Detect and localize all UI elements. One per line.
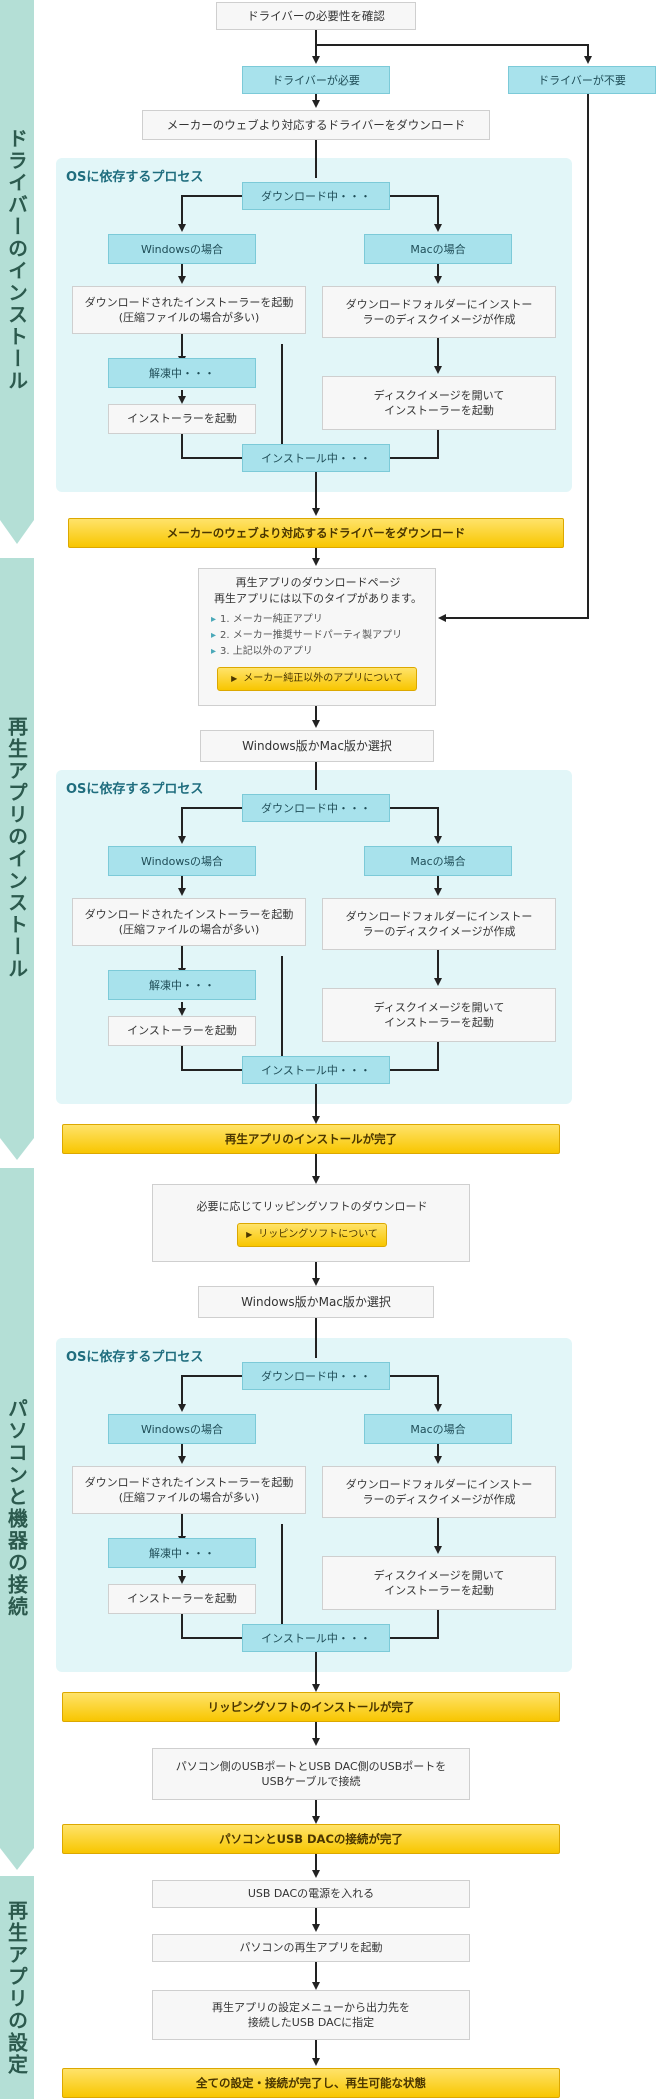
extracting-box-1: 解凍中・・・ <box>108 358 256 388</box>
mac-step-box-3: ダウンロードフォルダーにインストー ラーのディスクイメージが作成 <box>322 1466 556 1518</box>
section-label-connect: パソコンと機器の接続 <box>4 1398 29 1618</box>
windows-step-box-1: ダウンロードされたインストーラーを起動 (圧縮ファイルの場合が多い) <box>72 286 306 334</box>
os-process-title-3: OSに依存するプロセス <box>66 1350 204 1365</box>
non-official-apps-button[interactable]: ▶メーカー純正以外のアプリについて <box>217 667 417 691</box>
ripping-download-box: 必要に応じてリッピングソフトのダウンロード ▶リッピングソフトについて <box>152 1184 470 1262</box>
driver-download-box: メーカーのウェブより対応するドライバーをダウンロード <box>142 110 490 140</box>
driver-needed-box: ドライバーが必要 <box>242 66 390 94</box>
app-page-line2: 再生アプリには以下のタイプがあります。 <box>214 592 422 605</box>
mac-step-box-2: ダウンロードフォルダーにインストー ラーのディスクイメージが作成 <box>322 898 556 950</box>
start-installer-box-1: インストーラーを起動 <box>108 404 256 434</box>
section-band-connect <box>0 1168 34 1848</box>
confirm-driver-box: ドライバーの必要性を確認 <box>216 2 416 30</box>
windows-case-box-2: Windowsの場合 <box>108 846 256 876</box>
windows-step-box-3: ダウンロードされたインストーラーを起動 (圧縮ファイルの場合が多い) <box>72 1466 306 1514</box>
usb-connect-box: パソコン側のUSBポートとUSB DAC側のUSBポートを USBケーブルで接続 <box>152 1748 470 1800</box>
select-os-box-1: Windows版かMac版か選択 <box>200 730 434 762</box>
downloading-box-2: ダウンロード中・・・ <box>242 794 390 822</box>
mac-case-box-1: Macの場合 <box>364 234 512 264</box>
windows-case-box-3: Windowsの場合 <box>108 1414 256 1444</box>
os-process-title-1: OSに依存するプロセス <box>66 170 204 185</box>
mac-open-box-2: ディスクイメージを開いて インストーラーを起動 <box>322 988 556 1042</box>
section-label-settings: 再生アプリの設定 <box>4 1899 29 2076</box>
play-triangle-icon: ▶ <box>231 674 238 684</box>
section-label-app: 再生アプリのインストール <box>4 716 29 980</box>
final-ready-state: 全ての設定・接続が完了し、再生可能な状態 <box>62 2068 560 2098</box>
downloading-box-3: ダウンロード中・・・ <box>242 1362 390 1390</box>
section-label-driver: ドライバーのインストール <box>4 128 29 392</box>
start-installer-box-3: インストーラーを起動 <box>108 1584 256 1614</box>
mac-open-box-1: ディスクイメージを開いて インストーラーを起動 <box>322 376 556 430</box>
app-install-complete: 再生アプリのインストールが完了 <box>62 1124 560 1154</box>
os-process-title-2: OSに依存するプロセス <box>66 782 204 797</box>
windows-step-box-2: ダウンロードされたインストーラーを起動 (圧縮ファイルの場合が多い) <box>72 898 306 946</box>
installing-box-2: インストール中・・・ <box>242 1056 390 1084</box>
app-download-page-box: 再生アプリのダウンロードページ 再生アプリには以下のタイプがあります。 ▸1. … <box>198 568 436 706</box>
power-on-box: USB DACの電源を入れる <box>152 1880 470 1908</box>
ripping-text: 必要に応じてリッピングソフトのダウンロード <box>196 1200 428 1213</box>
ripping-install-complete: リッピングソフトのインストールが完了 <box>62 1692 560 1722</box>
section-band-settings <box>0 1876 34 2099</box>
connection-complete: パソコンとUSB DACの接続が完了 <box>62 1824 560 1854</box>
section-band-driver <box>0 0 34 520</box>
launch-app-box: パソコンの再生アプリを起動 <box>152 1934 470 1962</box>
ripping-software-button[interactable]: ▶リッピングソフトについて <box>237 1223 387 1247</box>
app-type-item-2: ▸2. メーカー推奨サードパーティ製アプリ <box>211 630 403 641</box>
app-page-line1: 再生アプリのダウンロードページ <box>235 576 401 589</box>
downloading-box-1: ダウンロード中・・・ <box>242 182 390 210</box>
mac-case-box-3: Macの場合 <box>364 1414 512 1444</box>
play-triangle-icon: ▶ <box>246 1230 253 1240</box>
driver-not-needed-box: ドライバーが不要 <box>508 66 656 94</box>
app-type-item-3: ▸3. 上記以外のアプリ <box>211 646 313 657</box>
select-os-box-2: Windows版かMac版か選択 <box>198 1286 434 1318</box>
extracting-box-2: 解凍中・・・ <box>108 970 256 1000</box>
start-installer-box-2: インストーラーを起動 <box>108 1016 256 1046</box>
driver-step-complete: メーカーのウェブより対応するドライバーをダウンロード <box>68 518 564 548</box>
mac-open-box-3: ディスクイメージを開いて インストーラーを起動 <box>322 1556 556 1610</box>
set-output-box: 再生アプリの設定メニューから出力先を 接続したUSB DACに指定 <box>152 1990 470 2040</box>
mac-case-box-2: Macの場合 <box>364 846 512 876</box>
section-band-app <box>0 558 34 1138</box>
extracting-box-3: 解凍中・・・ <box>108 1538 256 1568</box>
app-type-item-1: ▸1. メーカー純正アプリ <box>211 614 323 625</box>
installing-box-1: インストール中・・・ <box>242 444 390 472</box>
installing-box-3: インストール中・・・ <box>242 1624 390 1652</box>
windows-case-box-1: Windowsの場合 <box>108 234 256 264</box>
mac-step-box-1: ダウンロードフォルダーにインストー ラーのディスクイメージが作成 <box>322 286 556 338</box>
